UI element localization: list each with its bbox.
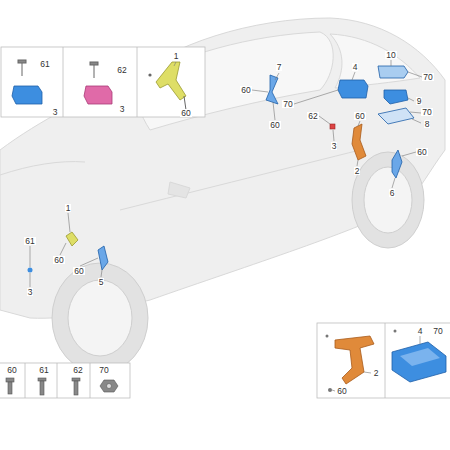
callout-number: 2 xyxy=(354,167,361,176)
callout-number: 70 xyxy=(421,108,432,117)
callout-number: 60 xyxy=(416,148,427,157)
callout-number: 3 xyxy=(52,108,59,117)
callout-number: 61 xyxy=(24,237,35,246)
callout-number: 60 xyxy=(240,86,251,95)
callout-number: 62 xyxy=(72,366,83,375)
callout-number: 6 xyxy=(389,189,396,198)
callout-number: 60 xyxy=(269,121,280,130)
callout-number: 4 xyxy=(417,327,424,336)
callout-number: 60 xyxy=(6,366,17,375)
callout-number: 62 xyxy=(307,112,318,121)
callout-number: 70 xyxy=(422,73,433,82)
callout-number: 3 xyxy=(119,105,126,114)
callout-number: 2 xyxy=(373,369,380,378)
callout-number: 61 xyxy=(38,366,49,375)
callout-number: 60 xyxy=(53,256,64,265)
callout-number: 3 xyxy=(331,142,338,151)
callout-number: 8 xyxy=(424,120,431,129)
callout-number: 70 xyxy=(432,327,443,336)
callout-number: 60 xyxy=(354,112,365,121)
callout-number: 4 xyxy=(352,63,359,72)
callout-number: 70 xyxy=(98,366,109,375)
callout-number: 9 xyxy=(416,97,423,106)
callout-number: 10 xyxy=(385,51,396,60)
callout-number: 1 xyxy=(173,52,180,61)
callout-number: 61 xyxy=(39,60,50,69)
callout-number: 7 xyxy=(276,63,283,72)
callout-number: 3 xyxy=(27,288,34,297)
callout-number: 60 xyxy=(336,387,347,396)
callout-number: 60 xyxy=(73,267,84,276)
callout-number: 1 xyxy=(65,204,72,213)
callout-number: 5 xyxy=(98,278,105,287)
callout-number: 70 xyxy=(282,100,293,109)
callout-number: 60 xyxy=(180,109,191,118)
callout-number: 62 xyxy=(116,66,127,75)
